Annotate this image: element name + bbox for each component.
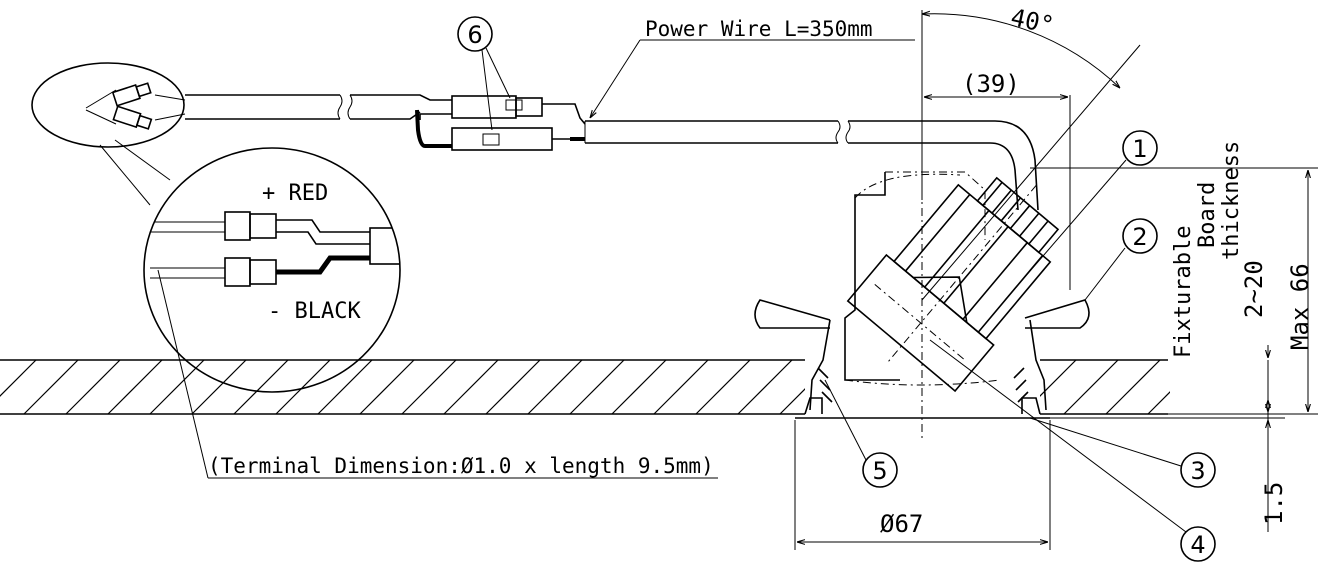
hatch-line: [527, 360, 583, 415]
downlight-fixture: [754, 10, 1141, 440]
hatch-line: [1190, 360, 1244, 414]
svg-text:6: 6: [467, 21, 482, 49]
plus-red-label: + RED: [262, 181, 328, 206]
ceiling-board: [0, 359, 1244, 415]
hatch-line: [569, 360, 625, 415]
hatch-line: [695, 360, 751, 415]
angle-label: 40°: [1008, 3, 1056, 39]
hatch-line: [1147, 391, 1170, 415]
hatch-line: [443, 360, 499, 415]
hatch-line: [864, 360, 918, 414]
hatch-line: [980, 360, 1034, 414]
hatch-line: [1105, 360, 1161, 415]
svg-text:4: 4: [1190, 531, 1205, 559]
hatch-line: [737, 360, 793, 415]
terminal-ellipse: [31, 62, 186, 206]
hatch-line: [1040, 360, 1077, 397]
hatch-line: [779, 388, 805, 415]
flange-label: 1.5: [1260, 482, 1288, 525]
max-66-label: Max 66: [1286, 263, 1314, 350]
board-board-label: Board: [1195, 182, 1220, 248]
hatch-line: [0, 360, 37, 397]
hatch-line: [359, 360, 415, 415]
callout-4: 4: [929, 339, 1216, 562]
width-39-label: (39): [962, 70, 1020, 98]
power-wire-annotation: Power Wire L=350mm: [590, 17, 915, 118]
connector-pair: [185, 94, 586, 151]
hatch-line: [149, 360, 205, 415]
diameter-label: Ø67: [880, 510, 923, 538]
power-wire-label: Power Wire L=350mm: [645, 17, 873, 41]
board-fixturable-label: Fixturable: [1171, 226, 1196, 358]
power-cable: [584, 120, 1039, 211]
board-range-label: 2~20: [1240, 260, 1268, 318]
minus-black-label: - BLACK: [268, 299, 361, 324]
hatch-line: [191, 360, 247, 415]
hatch-line: [65, 360, 121, 415]
svg-text:1: 1: [1132, 135, 1147, 163]
callout-1: 1: [1004, 130, 1158, 301]
callout-6: 6: [457, 16, 511, 131]
hatch-line: [233, 360, 289, 415]
enlarged-bubble: + RED - BLACK: [143, 147, 401, 393]
callout-3: 3: [1029, 417, 1216, 488]
callout-5: 5: [824, 379, 898, 488]
svg-text:3: 3: [1190, 457, 1205, 485]
callout-2: 2: [1084, 218, 1158, 301]
hatch-line: [275, 360, 331, 415]
hatch-line: [653, 360, 709, 415]
hatch-line: [485, 360, 541, 415]
hatch-line: [1063, 360, 1119, 415]
board-thickness-label: thickness: [1219, 141, 1244, 260]
terminal-dimension-label: (Terminal Dimension:Ø1.0 x length 9.5mm): [208, 454, 714, 478]
hatch-line: [23, 360, 79, 415]
terminal-dimension-leader: (Terminal Dimension:Ø1.0 x length 9.5mm): [157, 269, 718, 479]
hatch-line: [611, 360, 667, 415]
svg-text:2: 2: [1132, 223, 1147, 251]
hatch-line: [822, 360, 876, 414]
hatch-line: [107, 360, 163, 415]
hatch-line: [401, 360, 457, 415]
dimensions: 40° (39) Max 66 Fixturable Board thickne…: [794, 3, 1318, 550]
svg-text:5: 5: [872, 457, 887, 485]
hatch-line: [317, 360, 373, 415]
